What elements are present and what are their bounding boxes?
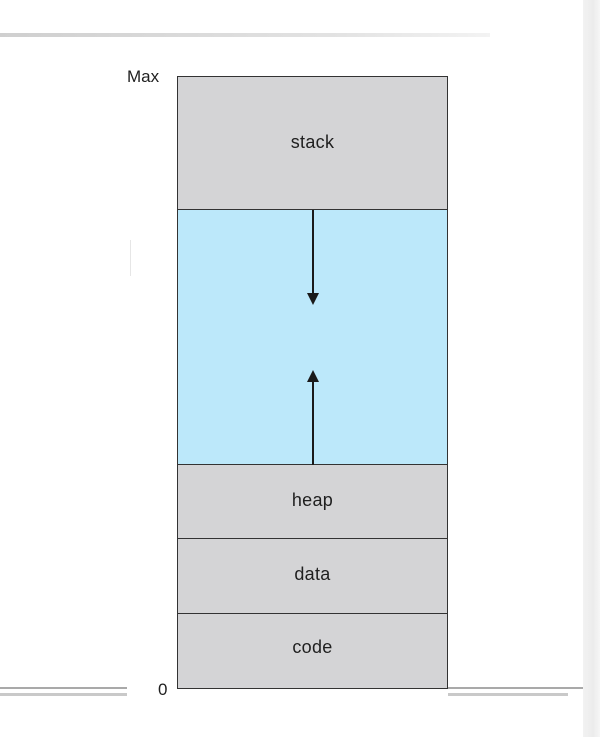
bottom-divider-right-upper xyxy=(448,687,583,689)
heap-label: heap xyxy=(291,490,334,510)
stack-growth-arrow-icon xyxy=(307,210,319,305)
left-margin-mark xyxy=(130,240,131,276)
address-max-label: Max xyxy=(127,67,160,86)
memory-layout: stack heap data code xyxy=(177,76,448,689)
growth-arrows xyxy=(307,210,319,465)
heap-growth-arrow-icon xyxy=(307,370,319,465)
address-zero-label: 0 xyxy=(158,680,168,699)
bottom-divider-left-lower xyxy=(0,693,127,696)
top-divider xyxy=(0,33,490,37)
code-label: code xyxy=(292,636,333,657)
bottom-divider-left-upper xyxy=(0,687,127,689)
heap-segment: heap xyxy=(178,465,447,539)
data-label: data xyxy=(294,563,331,584)
code-segment: code xyxy=(178,614,447,688)
stack-segment: stack xyxy=(178,77,447,210)
bottom-divider-right-lower xyxy=(448,693,568,696)
data-segment: data xyxy=(178,539,447,614)
stack-label: stack xyxy=(290,131,335,152)
right-edge-bar xyxy=(583,0,600,737)
